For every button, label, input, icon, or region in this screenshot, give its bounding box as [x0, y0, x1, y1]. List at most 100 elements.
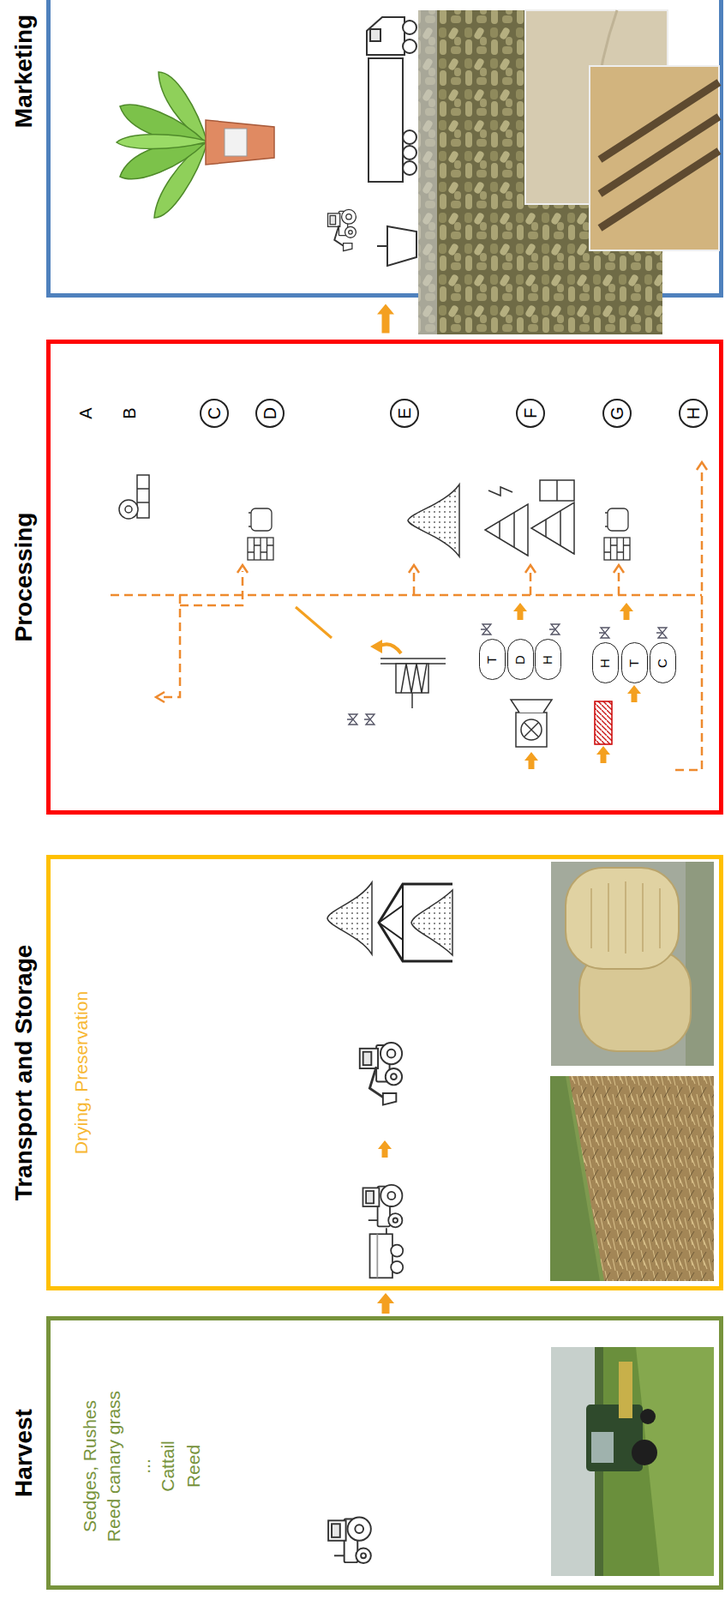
- hopper-symbol: [510, 699, 552, 747]
- potted-plant: [224, 128, 247, 156]
- node-title: C: [650, 643, 675, 683]
- node-title: Processing: [10, 339, 38, 815]
- building-icon: [485, 503, 528, 556]
- row-letter: A: [76, 398, 96, 428]
- truck-icon: [366, 17, 417, 182]
- press-symbol: [401, 663, 427, 693]
- flow-arrow: [377, 1139, 392, 1157]
- node-title: C: [201, 400, 228, 426]
- node-title: G: [604, 400, 630, 426]
- node-title: Transport and Storage: [10, 854, 38, 1290]
- bales-photo: [591, 880, 660, 953]
- node-title: D: [257, 400, 283, 426]
- reactor-pill: H: [592, 641, 619, 684]
- flow-arrow: [513, 602, 528, 620]
- bales-photo: [565, 867, 679, 969]
- hopper-symbol: [510, 699, 552, 713]
- harvest-photo: [631, 1438, 658, 1465]
- node-text: Reed: [183, 1354, 204, 1577]
- process-letter-circle: G: [602, 398, 632, 428]
- product-icon: [604, 508, 630, 560]
- potted-plant: [116, 134, 206, 150]
- band-border: [46, 1315, 724, 1589]
- process-letter-circle: F: [515, 398, 546, 428]
- bales-photo: [551, 861, 714, 1066]
- flow-arrow: [596, 745, 611, 763]
- covered-storage: [378, 883, 453, 961]
- flow-arrow: [377, 304, 395, 334]
- flow-arrowheads: [155, 691, 165, 702]
- fiberboard-photo: [525, 10, 720, 251]
- mat-roll-icon: [137, 474, 150, 518]
- process-flow-lines: [529, 570, 533, 595]
- pellet-photo: [418, 10, 438, 335]
- node-title: F: [517, 400, 544, 426]
- process-letter-circle: H: [678, 398, 708, 428]
- press-symbol: [380, 658, 446, 708]
- curved-arrow: [370, 639, 383, 654]
- node-text: Sedges, Rushes: [79, 1354, 101, 1577]
- mat-roll-icon: [125, 505, 132, 513]
- process-flow-lines: [110, 593, 702, 597]
- reactor-pill: T: [479, 638, 506, 680]
- processing-band: ProcessingCDEFGHTDHHTC: [0, 339, 725, 815]
- harvest-photo: [618, 1360, 633, 1418]
- hopper-symbol: [521, 719, 542, 740]
- stalk-line: [295, 606, 332, 638]
- harvest-photo: [591, 1431, 614, 1462]
- node-text: Reed canary grass: [103, 1354, 125, 1577]
- flow-arrow: [377, 1292, 395, 1313]
- flow-arrowheads: [237, 564, 248, 573]
- process-letter-circle: E: [389, 398, 420, 428]
- reactor-pill: C: [649, 641, 677, 684]
- bales-photo: [551, 861, 714, 1066]
- product-icon: [604, 537, 630, 560]
- harvest-photo: [640, 1408, 656, 1424]
- press-symbol: [395, 663, 429, 693]
- extruder-symbol: [594, 701, 612, 744]
- transport-band: Transport and Storage Drying, Preservatio…: [0, 854, 725, 1290]
- building-icon: [531, 502, 575, 554]
- node-title: T: [479, 640, 504, 679]
- fiberboard-photo: [599, 82, 720, 228]
- bucket-icon: [377, 226, 417, 266]
- truck-icon: [368, 58, 403, 182]
- covered-storage: [378, 883, 453, 961]
- valve-symbol: [480, 623, 492, 635]
- reactor-pill: H: [534, 638, 562, 680]
- flow-arrowheads: [408, 564, 420, 573]
- harvest-band: HarvestSedges, RushesReed canary grass..…: [0, 1315, 725, 1589]
- flow-arrow: [524, 751, 539, 769]
- extruder-symbol: [594, 701, 612, 744]
- harvester-icon: [328, 1515, 372, 1563]
- flow-arrowheads: [613, 564, 624, 573]
- process-flow-lines: [675, 469, 702, 770]
- building-icon: [539, 479, 575, 501]
- node-title: H: [535, 640, 560, 679]
- flow-arrowheads: [696, 461, 708, 470]
- valve-symbol: [599, 627, 610, 638]
- hay-photo: [551, 1075, 714, 1281]
- potted-plant: [116, 71, 275, 218]
- truck-icon: [402, 130, 417, 144]
- loader-icon: [359, 1042, 402, 1105]
- covered-storage: [378, 883, 403, 961]
- product-icon: [248, 508, 272, 531]
- truck-icon: [402, 145, 417, 160]
- flow-arrowheads: [525, 564, 536, 573]
- loader-icon: [359, 1042, 402, 1105]
- hopper-symbol: [524, 722, 539, 737]
- reactor-pill: D: [507, 638, 534, 680]
- harvest-photo: [551, 1346, 714, 1576]
- harvester-icon: [328, 1515, 372, 1563]
- valve-symbol: [364, 713, 375, 725]
- reactor-pill: T: [621, 641, 648, 684]
- band-border: [46, 854, 724, 1290]
- node-title: H: [680, 400, 707, 426]
- process-letter-circle: C: [199, 398, 229, 428]
- tractor-trailer-icon: [363, 1184, 403, 1228]
- row-letter: B: [119, 398, 140, 428]
- loader-icon: [328, 209, 357, 251]
- node-text: Drying, Preservation: [71, 854, 92, 1290]
- process-flow-lines: [162, 594, 180, 697]
